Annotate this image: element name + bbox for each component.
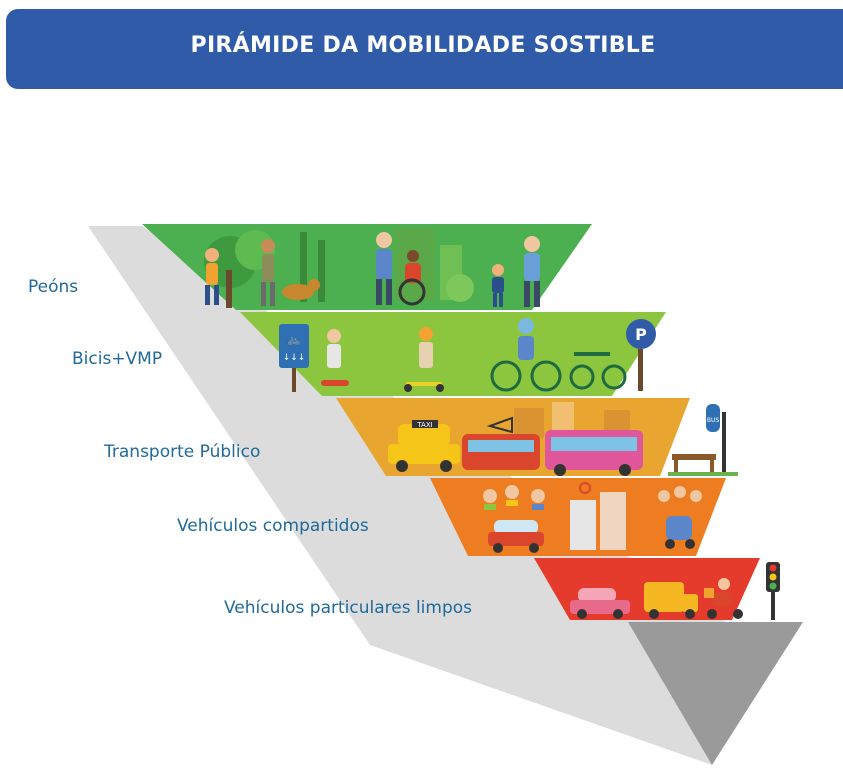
level-peons [142, 224, 592, 310]
cyclist-figure [490, 318, 562, 392]
tram-illustration [462, 416, 540, 470]
level-label-bicis-vmp: Bicis+VMP [72, 349, 163, 369]
delivery-moped-illustration [704, 578, 743, 619]
ebike-station-illustration [569, 352, 627, 390]
header-banner: PIRÁMIDE DA MOBILIDADE SOSTIBLE [6, 9, 843, 89]
pedestrian-family-figure [492, 236, 540, 307]
pyramid-tip-shadow [628, 622, 803, 765]
taxi-illustration: TAXI [388, 420, 460, 472]
svg-text:↓↓↓: ↓↓↓ [283, 353, 306, 363]
svg-text:BUS: BUS [707, 417, 720, 424]
page-title: PIRÁMIDE DA MOBILIDADE SOSTIBLE [190, 33, 656, 58]
level-bicis-vmp: 🚲 ↓↓↓ P [240, 312, 666, 396]
private-car-illustration [570, 588, 630, 619]
level-vehiculos-compartidos [430, 478, 726, 556]
svg-text:TAXI: TAXI [416, 421, 432, 429]
hoverboard-rider-figure [321, 329, 349, 386]
bus-stop-illustration: BUS [668, 404, 738, 476]
city-buildings-illustration [514, 402, 630, 438]
bike-lane-sign-illustration: 🚲 ↓↓↓ [279, 324, 309, 392]
level-transporte-publico: TAXI BUS [336, 398, 738, 476]
shared-moped-users-illustration [658, 486, 702, 549]
pedestrian-child-figure [205, 248, 219, 305]
pedestrian-adult-figure [376, 232, 392, 305]
scooter-rider-figure [404, 327, 444, 392]
bus-illustration [545, 430, 643, 476]
pyramid-side-shadow [88, 226, 725, 765]
parking-sign-illustration: P [626, 319, 656, 391]
delivery-van-illustration [644, 582, 698, 619]
traffic-light-icon [766, 562, 780, 620]
level-label-vehiculos-compartidos: Vehículos compartidos [177, 516, 369, 536]
level-label-vehiculos-particulares-limpos: Vehículos particulares limpos [224, 598, 473, 618]
pedestrian-walker-with-dog-figure [261, 239, 320, 306]
shared-car-illustration [488, 520, 544, 553]
svg-text:P: P [635, 325, 647, 344]
wheelchair-user-figure [398, 250, 426, 306]
level-label-transporte-publico: Transporte Público [104, 442, 261, 462]
svg-text:🚲: 🚲 [287, 333, 301, 346]
level-vehiculos-particulares-limpos [534, 558, 780, 620]
level-label-peons: Peóns [28, 277, 79, 297]
carsharing-users-illustration [483, 485, 545, 510]
city-buildings-illustration [570, 482, 626, 550]
